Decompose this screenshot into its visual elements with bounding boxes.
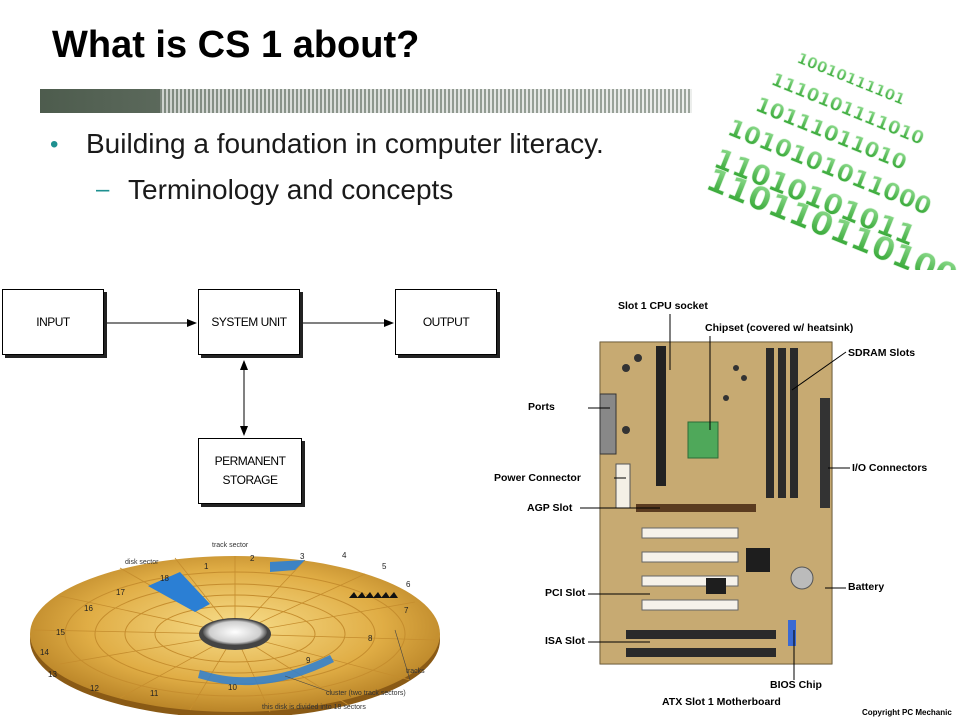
- node-label: OUTPUT: [422, 314, 470, 329]
- mb-label-bios-chip: BIOS Chip: [770, 679, 822, 691]
- sector-number: 9: [306, 656, 311, 665]
- mb-label-agp-slot: AGP Slot: [527, 502, 573, 514]
- sector-number: 2: [250, 554, 255, 563]
- node-label: INPUT: [36, 314, 70, 329]
- sector-number: 17: [116, 588, 125, 597]
- mb-label-isa-slot: ISA Slot: [545, 635, 585, 647]
- sector-number: 1: [204, 562, 209, 571]
- disk-sector-highlight: [148, 572, 210, 612]
- disk-label-disk-sector: disk sector: [125, 559, 159, 566]
- sector-number: 7: [404, 606, 409, 615]
- sector-number: 12: [90, 684, 99, 693]
- disk-label-track-sector: track sector: [212, 542, 249, 549]
- diagram-node-input: INPUT: [2, 289, 104, 355]
- mb-label-ports: Ports: [528, 401, 555, 413]
- sector-number: 3: [300, 552, 305, 561]
- disk-label-divided: this disk is divided into 18 sectors: [262, 704, 366, 711]
- node-label-line1: PERMANENT: [214, 454, 286, 468]
- diagram-node-output: OUTPUT: [395, 289, 497, 355]
- sector-number: 15: [56, 628, 65, 637]
- slide-title: What is CS 1 about?: [52, 24, 420, 66]
- title-underline-bar: [40, 89, 692, 113]
- mb-label-power-connector: Power Connector: [494, 472, 581, 484]
- mb-label-pci-slot: PCI Slot: [545, 587, 586, 599]
- motherboard-leader-lines: [580, 314, 850, 680]
- diagram-node-system-unit: SYSTEM UNIT: [198, 289, 300, 355]
- sector-number: 4: [342, 551, 347, 560]
- disk-label-tracks: tracks: [406, 668, 425, 675]
- motherboard-image: [599, 341, 833, 665]
- disk-label-cluster: cluster (two track sectors): [326, 690, 406, 697]
- mb-label-chipset: Chipset (covered w/ heatsink): [705, 322, 854, 334]
- sector-number: 18: [160, 574, 169, 583]
- disk-platter-image: [30, 556, 440, 715]
- bullet-dash-icon: –: [96, 176, 110, 203]
- sector-number: 13: [48, 670, 57, 679]
- mb-copyright: Copyright PC Mechanic: [862, 708, 952, 717]
- sector-number: 14: [40, 648, 49, 657]
- system-diagram-arrows: [104, 319, 394, 436]
- bullet-level1: Building a foundation in computer litera…: [86, 128, 604, 159]
- mb-label-battery: Battery: [848, 581, 885, 593]
- node-label-line2: STORAGE: [222, 473, 278, 487]
- sector-number: 10: [228, 683, 237, 692]
- mb-label-cpu-socket: Slot 1 CPU socket: [618, 300, 708, 312]
- mb-caption: ATX Slot 1 Motherboard: [662, 696, 781, 708]
- binary-code-graphic: 10010111101 1110101111010 10111011010 10…: [701, 49, 958, 270]
- node-label: SYSTEM UNIT: [211, 314, 287, 329]
- sector-number: 8: [368, 634, 373, 643]
- bullet-level2: Terminology and concepts: [128, 174, 454, 205]
- sector-number: 11: [150, 689, 159, 698]
- mb-label-sdram: SDRAM Slots: [848, 347, 916, 359]
- diagram-node-storage: PERMANENT STORAGE: [198, 438, 302, 504]
- sector-number: 16: [84, 604, 93, 613]
- sector-number: 5: [382, 562, 387, 571]
- sector-number: 6: [406, 580, 411, 589]
- bullet-dot-icon: •: [50, 131, 59, 158]
- mb-label-io-connectors: I/O Connectors: [852, 462, 928, 474]
